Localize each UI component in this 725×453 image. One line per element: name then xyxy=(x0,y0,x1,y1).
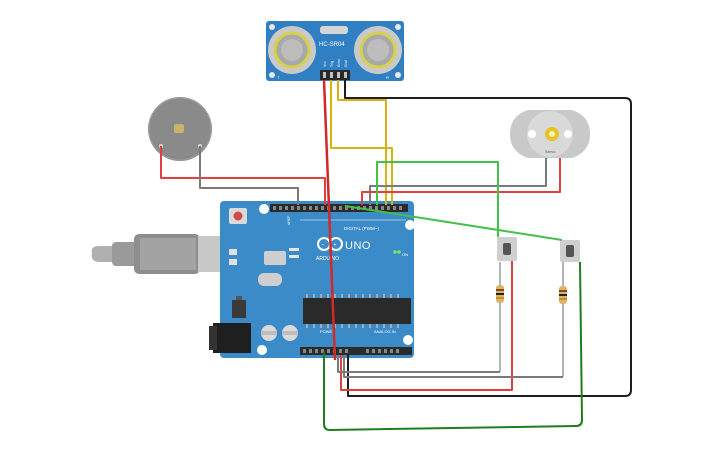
mount-hole xyxy=(403,335,413,345)
wire-yellow[interactable] xyxy=(337,80,387,205)
svg-text:−: − xyxy=(322,242,325,248)
pin-label-trig: Trig xyxy=(330,61,334,67)
voltage-regulator xyxy=(232,300,246,318)
receiver-icon xyxy=(354,26,402,74)
pin-label-echo: Echo xyxy=(337,59,341,67)
usb-cable xyxy=(91,234,238,274)
analog-label: ANALOG IN xyxy=(374,329,396,334)
wire-red[interactable] xyxy=(322,79,337,361)
wire-dark-green[interactable] xyxy=(323,261,583,431)
wire-red[interactable] xyxy=(160,146,326,205)
board-model: UNO xyxy=(345,240,371,252)
wire-green[interactable] xyxy=(376,161,499,237)
receiver-mark: R xyxy=(386,75,389,80)
microcontroller-chip xyxy=(303,298,411,324)
dc-motor[interactable]: Servo xyxy=(510,110,590,158)
pin-label-vcc: Vcc xyxy=(323,61,327,67)
on-label: ON xyxy=(402,252,408,257)
svg-text:+: + xyxy=(334,243,337,249)
wire-black[interactable] xyxy=(344,80,632,397)
arduino-board[interactable]: DIGITAL (PWM~) AREF − + UNO ARDUINO ON xyxy=(209,201,415,358)
board-brand: ARDUINO xyxy=(316,256,339,262)
motor-label: Servo xyxy=(545,149,556,154)
wire-gray[interactable] xyxy=(343,355,563,378)
ultrasonic-sensor[interactable]: HC-SR04 T R Vcc Trig Echo Gnd xyxy=(266,21,404,81)
aref-label: AREF xyxy=(287,216,291,225)
crystal xyxy=(264,251,286,265)
wires xyxy=(160,79,632,431)
crystal xyxy=(320,26,348,34)
sensor-pin-header xyxy=(320,70,350,80)
wire-green[interactable] xyxy=(344,205,563,241)
power-jack xyxy=(213,323,251,353)
power-label: POWER xyxy=(320,329,335,334)
power-analog-header xyxy=(300,347,412,355)
piezo-buzzer[interactable] xyxy=(148,97,212,161)
wire-gray[interactable] xyxy=(369,158,547,205)
transmitter-icon xyxy=(268,26,316,74)
mount-hole xyxy=(257,345,267,355)
resistor-1 xyxy=(496,262,504,372)
power-led xyxy=(393,250,397,254)
wire-gray[interactable] xyxy=(337,355,500,373)
sensor-label: HC-SR04 xyxy=(319,42,345,48)
mount-hole xyxy=(259,204,269,214)
push-button-1[interactable] xyxy=(497,237,517,261)
digital-header-label: DIGITAL (PWM~) xyxy=(344,226,379,231)
mount-hole xyxy=(405,220,415,230)
wire-red[interactable] xyxy=(361,158,561,205)
transmitter-mark: T xyxy=(277,75,280,80)
resistor-2 xyxy=(559,262,567,377)
pin-label-gnd: Gnd xyxy=(344,60,348,67)
wire-yellow[interactable] xyxy=(330,80,393,205)
push-button-2[interactable] xyxy=(560,240,580,262)
wire-gray[interactable] xyxy=(199,146,299,205)
